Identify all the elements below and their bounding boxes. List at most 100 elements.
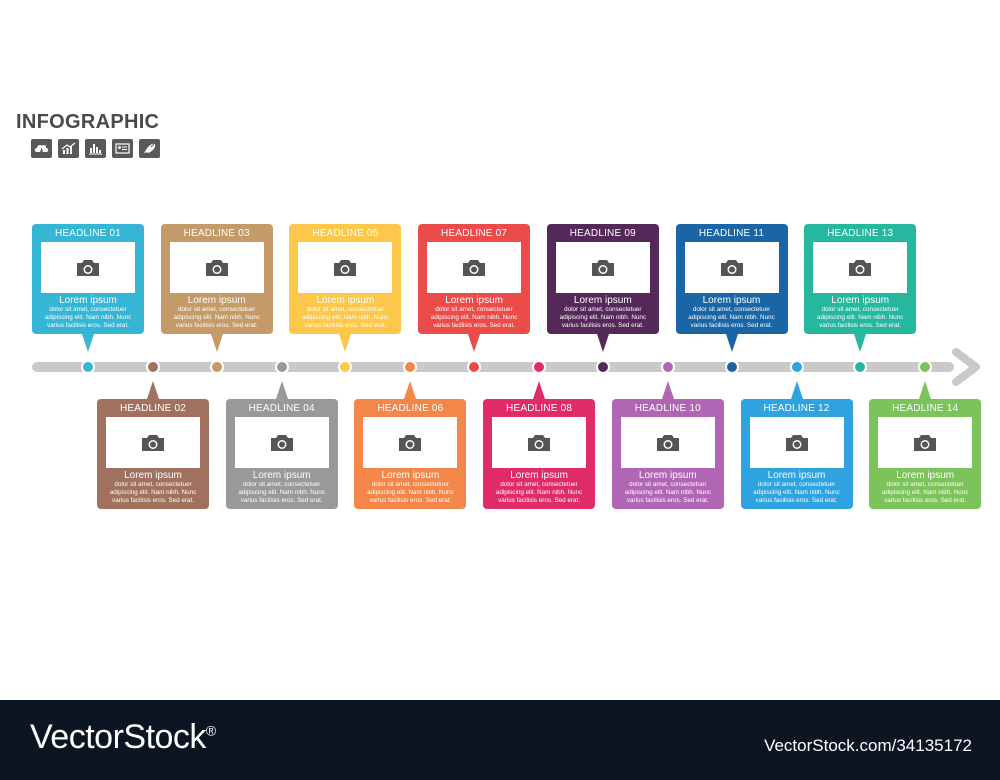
camera-icon bbox=[270, 434, 293, 451]
timeline-dot bbox=[918, 360, 933, 374]
card-pointer bbox=[468, 334, 481, 352]
card-headline: HEADLINE 02 bbox=[119, 403, 187, 414]
card-title: Lorem ipsum bbox=[767, 470, 826, 481]
card-title: Lorem ipsum bbox=[510, 470, 568, 481]
card-pointer bbox=[661, 381, 674, 399]
card-headline: HEADLINE 10 bbox=[634, 403, 701, 414]
card-text-line: dolor sit amet, consectetuer bbox=[306, 306, 385, 313]
card-headline: HEADLINE 04 bbox=[248, 403, 315, 414]
card-text-line: varius facilisis eros. Sed erat. bbox=[755, 497, 838, 504]
card-title: Lorem ipsum bbox=[316, 295, 375, 306]
photo-placeholder bbox=[878, 417, 973, 468]
card-pointer bbox=[790, 381, 803, 399]
bar-chart-icon bbox=[85, 139, 106, 158]
photo-placeholder bbox=[492, 417, 587, 468]
card-title: Lorem ipsum bbox=[381, 470, 440, 481]
photo-placeholder bbox=[749, 417, 844, 468]
camera-icon bbox=[656, 434, 679, 451]
card-headline: HEADLINE 05 bbox=[312, 228, 379, 239]
card-title: Lorem ipsum bbox=[702, 295, 761, 306]
camera-icon bbox=[528, 434, 551, 451]
card-title: Lorem ipsum bbox=[638, 470, 697, 481]
card-text-line: varius facilisis eros. Sed erat. bbox=[433, 322, 516, 329]
footer-bar: VectorStock® VectorStock.com/34135172 bbox=[0, 700, 1000, 780]
card-text-line: varius facilisis eros. Sed erat. bbox=[112, 497, 194, 504]
photo-placeholder bbox=[813, 242, 908, 293]
card-text-line: dolor sit amet, consectetuer bbox=[757, 481, 836, 488]
card-headline: HEADLINE 11 bbox=[698, 228, 765, 239]
card-text-line: adipiscing elit. Nam nibh. Nunc bbox=[559, 314, 647, 321]
timeline-dot bbox=[209, 360, 224, 374]
card-text-line: adipiscing elit. Nam nibh. Nunc bbox=[881, 489, 969, 496]
card-headline: HEADLINE 06 bbox=[377, 403, 444, 414]
card-headline: HEADLINE 01 bbox=[54, 228, 122, 239]
icon-row bbox=[31, 139, 160, 158]
photo-placeholder bbox=[41, 242, 135, 293]
card-headline: HEADLINE 03 bbox=[183, 228, 250, 239]
card-title: Lorem ipsum bbox=[896, 470, 955, 481]
card-headline: HEADLINE 08 bbox=[506, 403, 573, 414]
card-pointer bbox=[339, 334, 352, 352]
card-text-line: dolor sit amet, consectetuer bbox=[435, 306, 513, 313]
card-text-line: dolor sit amet, consectetuer bbox=[49, 306, 127, 313]
registered-mark: ® bbox=[205, 722, 216, 739]
card-text-line: adipiscing elit. Nam nibh. Nunc bbox=[367, 489, 454, 496]
card-text-line: varius facilisis eros. Sed erat. bbox=[561, 322, 644, 329]
timeline-dot bbox=[595, 360, 610, 374]
card-text-line: adipiscing elit. Nam nibh. Nunc bbox=[495, 489, 583, 496]
card-text-line: adipiscing elit. Nam nibh. Nunc bbox=[688, 314, 775, 321]
card-text-line: dolor sit amet, consectetuer bbox=[629, 481, 707, 488]
card-text-line: dolor sit amet, consectetuer bbox=[178, 306, 256, 313]
card-title: Lorem ipsum bbox=[187, 295, 246, 306]
card-text-line: adipiscing elit. Nam nibh. Nunc bbox=[109, 489, 197, 496]
camera-icon bbox=[914, 434, 937, 451]
card-pointer bbox=[82, 334, 94, 352]
timeline-dot bbox=[532, 360, 547, 374]
card-pointer bbox=[725, 334, 738, 352]
card-text-line: varius facilisis eros. Sed erat. bbox=[498, 497, 581, 504]
card-text-line: varius facilisis eros. Sed erat. bbox=[47, 322, 129, 329]
timeline-dot bbox=[724, 360, 739, 374]
image-url: VectorStock.com/34135172 bbox=[764, 736, 972, 755]
card-pointer bbox=[210, 334, 223, 352]
camera-icon bbox=[77, 259, 99, 276]
card-text-line: adipiscing elit. Nam nibh. Nunc bbox=[753, 489, 840, 496]
card-title: Lorem ipsum bbox=[831, 295, 890, 306]
card-title: Lorem ipsum bbox=[445, 295, 503, 306]
card-text-line: adipiscing elit. Nam nibh. Nunc bbox=[238, 489, 325, 496]
card-title: Lorem ipsum bbox=[573, 295, 632, 306]
infographic-title: INFOGRAPHIC bbox=[16, 111, 160, 133]
timeline-track bbox=[32, 362, 954, 372]
card-text-line: dolor sit amet, consectetuer bbox=[500, 481, 578, 488]
camera-icon bbox=[205, 259, 228, 276]
camera-icon bbox=[399, 434, 422, 451]
photo-placeholder bbox=[106, 417, 200, 468]
timeline-arrow-icon bbox=[952, 348, 980, 386]
camera-icon bbox=[142, 434, 164, 451]
card-title: Lorem ipsum bbox=[252, 470, 311, 481]
timeline-dot bbox=[146, 360, 160, 374]
card-text-line: adipiscing elit. Nam nibh. Nunc bbox=[302, 314, 389, 321]
card-text-line: varius facilisis eros. Sed erat. bbox=[819, 322, 902, 329]
card-headline: HEADLINE 13 bbox=[827, 228, 894, 239]
brand-logo: VectorStock® bbox=[30, 718, 216, 757]
photo-placeholder bbox=[234, 417, 329, 468]
camera-icon bbox=[720, 259, 743, 276]
card-pointer bbox=[596, 334, 609, 352]
card-text-line: adipiscing elit. Nam nibh. Nunc bbox=[624, 489, 712, 496]
growth-chart-icon bbox=[58, 139, 79, 158]
card-text-line: varius facilisis eros. Sed erat. bbox=[175, 322, 258, 329]
brand-name: VectorStock bbox=[30, 718, 206, 756]
